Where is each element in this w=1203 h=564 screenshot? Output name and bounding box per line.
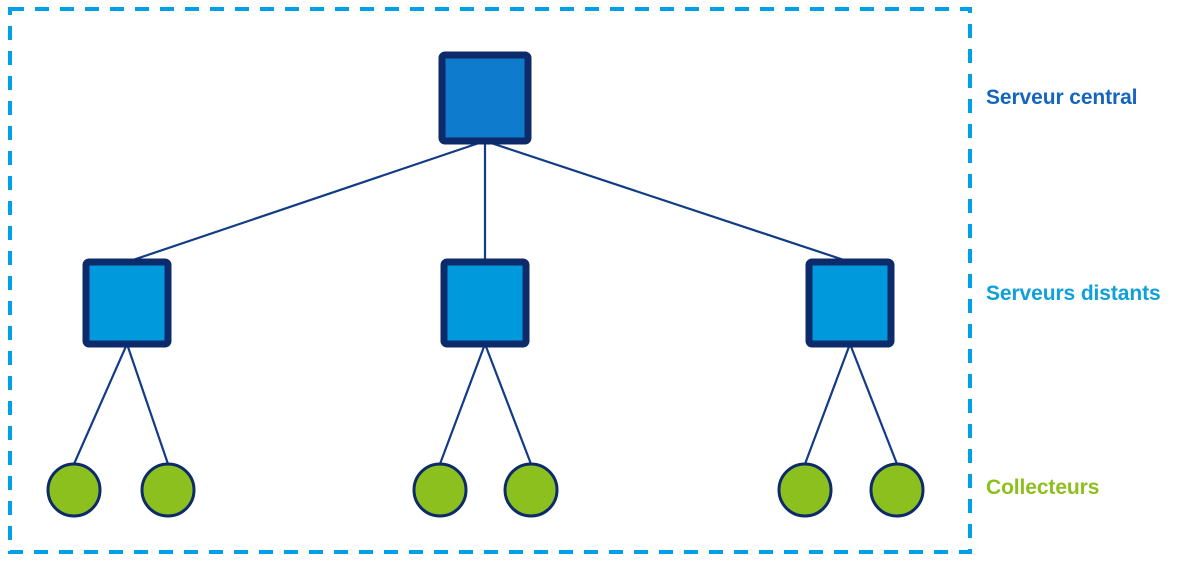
link-group-central-to-remote <box>126 139 851 264</box>
node-collector-1[interactable] <box>46 462 102 518</box>
tier-collectors <box>46 462 925 518</box>
link-central-1-remote-3 <box>484 139 851 264</box>
link-remote-2-collector-4 <box>483 343 533 465</box>
link-central-1-remote-1 <box>126 139 486 264</box>
legend-label-serveur-central: Serveur central <box>986 86 1138 109</box>
dashed-boundary-frame <box>8 7 972 554</box>
node-collector-2[interactable] <box>140 462 196 518</box>
link-remote-2-collector-3 <box>438 343 487 465</box>
legend-label-serveurs-distants: Serveurs distants <box>986 282 1161 305</box>
node-remote-server-1[interactable] <box>82 258 172 348</box>
node-collector-5[interactable] <box>777 462 833 518</box>
node-remote-server-2[interactable] <box>440 258 530 348</box>
node-collector-6[interactable] <box>869 462 925 518</box>
node-remote-server-3[interactable] <box>805 258 895 348</box>
tier-remote-servers <box>82 258 895 348</box>
link-remote-3-collector-5 <box>803 343 852 465</box>
link-remote-1-collector-1 <box>72 343 129 465</box>
legend-label-collecteurs: Collecteurs <box>986 476 1100 499</box>
node-collector-4[interactable] <box>503 462 559 518</box>
link-group-remote-to-collectors <box>72 343 899 465</box>
tier-central-servers <box>438 51 532 145</box>
link-remote-1-collector-2 <box>125 343 170 465</box>
link-remote-3-collector-6 <box>848 343 899 465</box>
node-central-server-1[interactable] <box>438 51 532 145</box>
node-collector-3[interactable] <box>412 462 468 518</box>
